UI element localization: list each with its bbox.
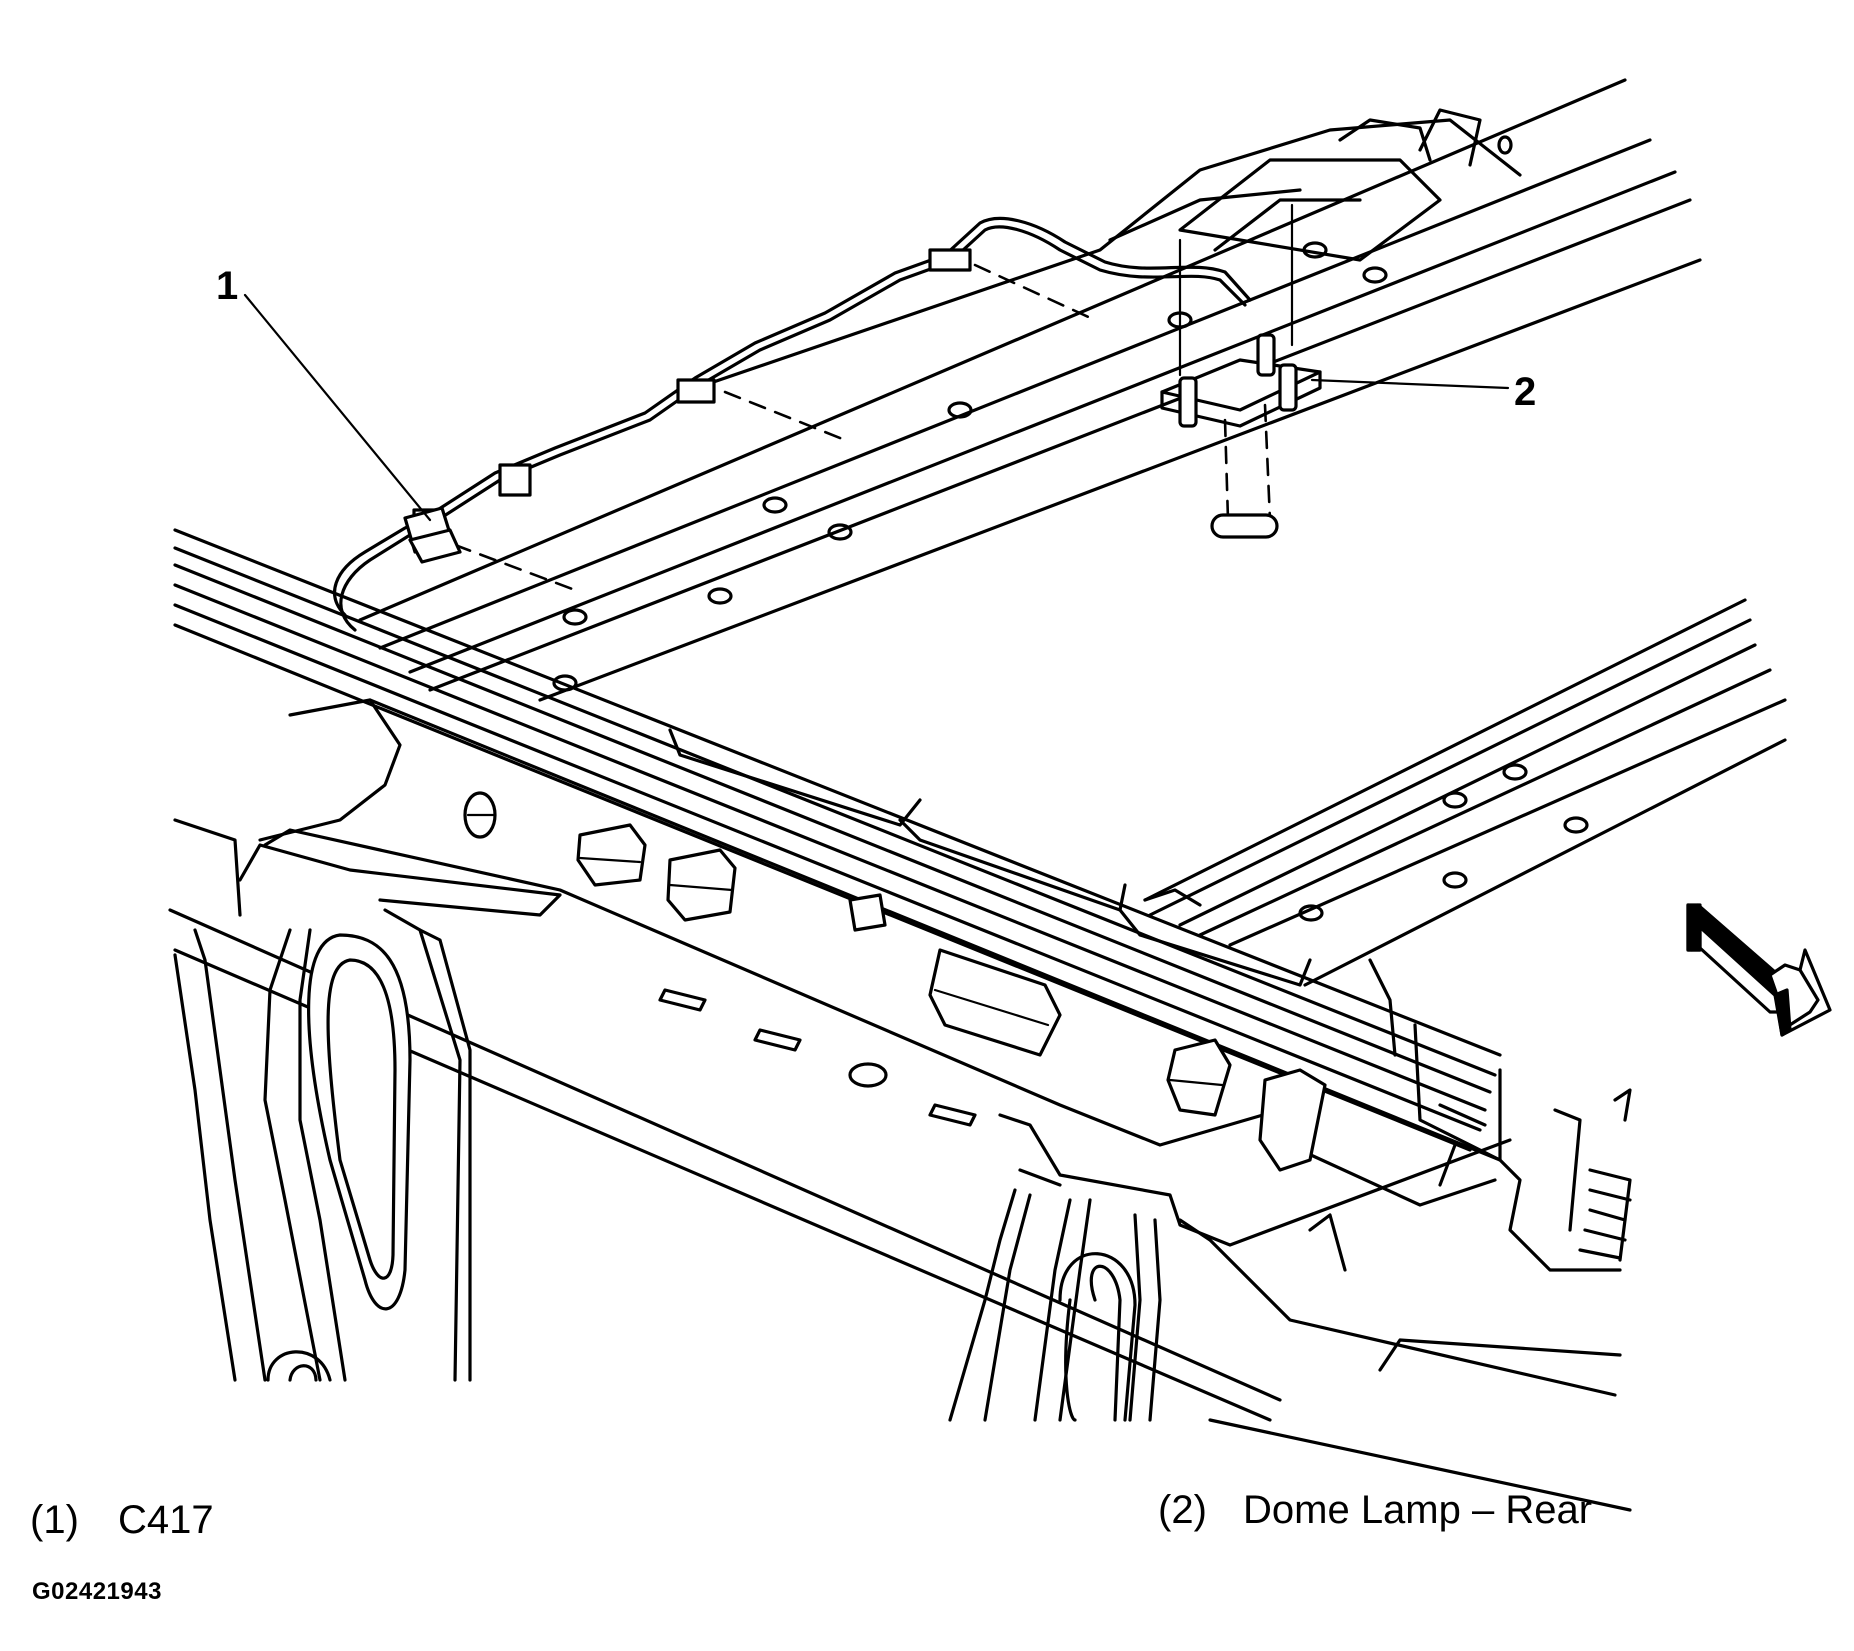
rear-dome-lamp [1160,203,1322,539]
callout-number-2: 2 [1514,370,1537,414]
callout-1-leader [243,293,432,522]
right-roof-rail [1143,598,1787,1057]
legend-item-2-number: (2) [1158,1488,1207,1532]
lower-rear-rail [168,528,1632,1512]
callout-2-leader [1310,378,1510,390]
legend-item-1-number: (1) [30,1498,79,1542]
c417-connector [403,506,462,564]
center-pillar [948,1188,1162,1422]
legend-item-2-label: Dome Lamp – Rear [1243,1488,1593,1532]
left-pillar [173,908,472,1382]
upper-roof-rail [358,78,1702,702]
front-direction-arrow-icon [1686,903,1832,1037]
legend-item-1-label: C417 [118,1498,214,1542]
figure-id: G02421943 [32,1578,162,1605]
callout-number-1: 1 [216,264,239,308]
